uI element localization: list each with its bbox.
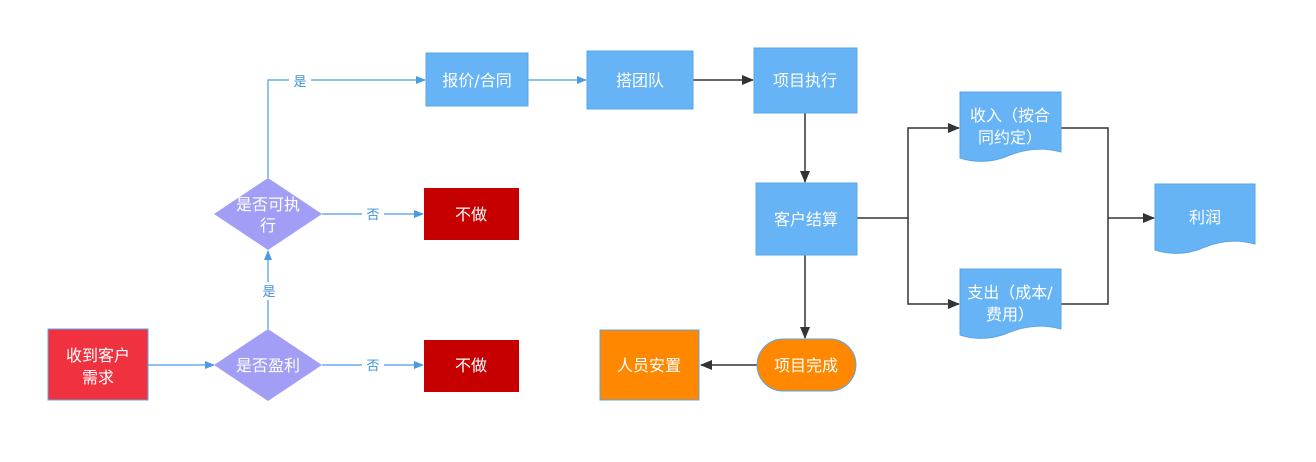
node-income-line-2: 同约定） <box>978 128 1042 147</box>
edge-settle-to-expense <box>907 218 960 309</box>
node-staffing-label: 人员安置 <box>617 356 681 375</box>
node-no-do-top[interactable]: 不做 <box>424 188 519 240</box>
node-settle-label: 客户结算 <box>774 210 838 229</box>
node-start[interactable]: 收到客户 需求 <box>47 328 149 401</box>
node-feasible-check-line-1: 是否可执 <box>236 195 300 214</box>
node-expense-line-2: 费用） <box>986 305 1034 324</box>
node-quote[interactable]: 报价/合同 <box>425 52 529 107</box>
node-execute-label: 项目执行 <box>773 71 837 90</box>
node-expense[interactable]: 支出（成本/ 费用） <box>959 268 1062 339</box>
edge-feasible-check-yes <box>267 76 426 178</box>
edge-label-no-profit: 否 <box>366 359 379 374</box>
node-profit-check[interactable]: 是否盈利 <box>214 329 322 401</box>
node-settle[interactable]: 客户结算 <box>755 182 858 256</box>
node-profit-check-label: 是否盈利 <box>236 356 300 375</box>
node-complete-label: 项目完成 <box>774 356 838 375</box>
node-profit[interactable]: 利润 <box>1154 183 1256 254</box>
edge-label-yes-feasible: 是 <box>262 285 275 300</box>
edge-expense-to-profit <box>1061 218 1109 305</box>
edge-label-yes-quote: 是 <box>293 75 306 90</box>
node-no-do-bottom[interactable]: 不做 <box>424 340 519 392</box>
node-execute[interactable]: 项目执行 <box>753 47 858 114</box>
node-start-line-2: 需求 <box>82 368 114 387</box>
edge-labels: 是 否 是 否 <box>258 72 384 374</box>
node-feasible-check-line-2: 行 <box>260 216 276 235</box>
node-quote-label: 报价/合同 <box>442 71 511 90</box>
edge-settle-to-income <box>857 123 960 219</box>
edges <box>148 75 1155 370</box>
node-income[interactable]: 收入（按合 同约定） <box>959 91 1062 162</box>
edge-label-no-feasible: 否 <box>366 208 379 223</box>
node-profit-label: 利润 <box>1189 208 1221 227</box>
node-no-do-bottom-label: 不做 <box>455 356 487 375</box>
edge-income-to-profit <box>1061 127 1109 218</box>
node-income-line-1: 收入（按合 <box>970 106 1050 125</box>
node-team[interactable]: 搭团队 <box>586 50 694 110</box>
node-expense-line-1: 支出（成本/ <box>967 283 1053 302</box>
node-no-do-top-label: 不做 <box>455 205 487 224</box>
node-feasible-check[interactable]: 是否可执 行 <box>214 178 322 250</box>
node-team-label: 搭团队 <box>616 71 664 90</box>
node-start-line-1: 收到客户 <box>66 346 130 365</box>
node-staffing[interactable]: 人员安置 <box>599 329 700 401</box>
node-complete[interactable]: 项目完成 <box>756 338 857 392</box>
